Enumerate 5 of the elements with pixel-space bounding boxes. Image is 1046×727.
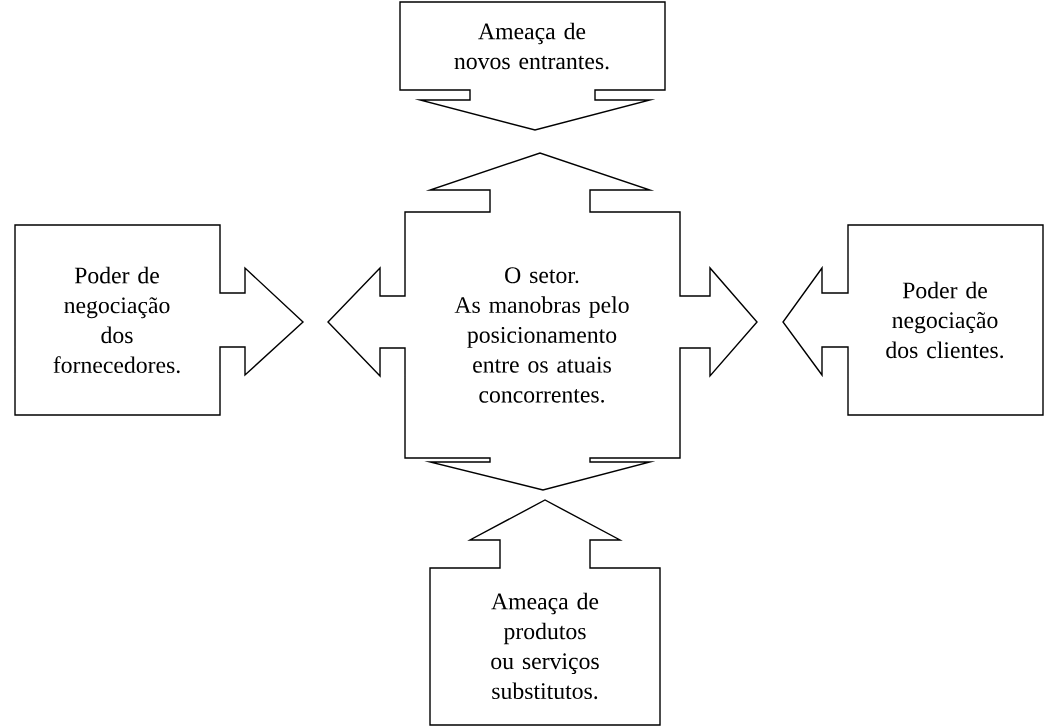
arrow-callout-box: Poder de negociação dos clientes. (782, 224, 1044, 416)
arrow-callout-box: Ameaça de novos entrantes. (399, 1, 666, 131)
arrow-callout-box: O setor. As manobras pelo posicionamento entre os atuais concorrentes. (327, 152, 758, 491)
arrow-callout-box: Ameaça de produtos ou serviços substitutos. (429, 499, 661, 726)
arrow-callout-box: Poder de negociação dos fornecedores. (14, 224, 305, 416)
